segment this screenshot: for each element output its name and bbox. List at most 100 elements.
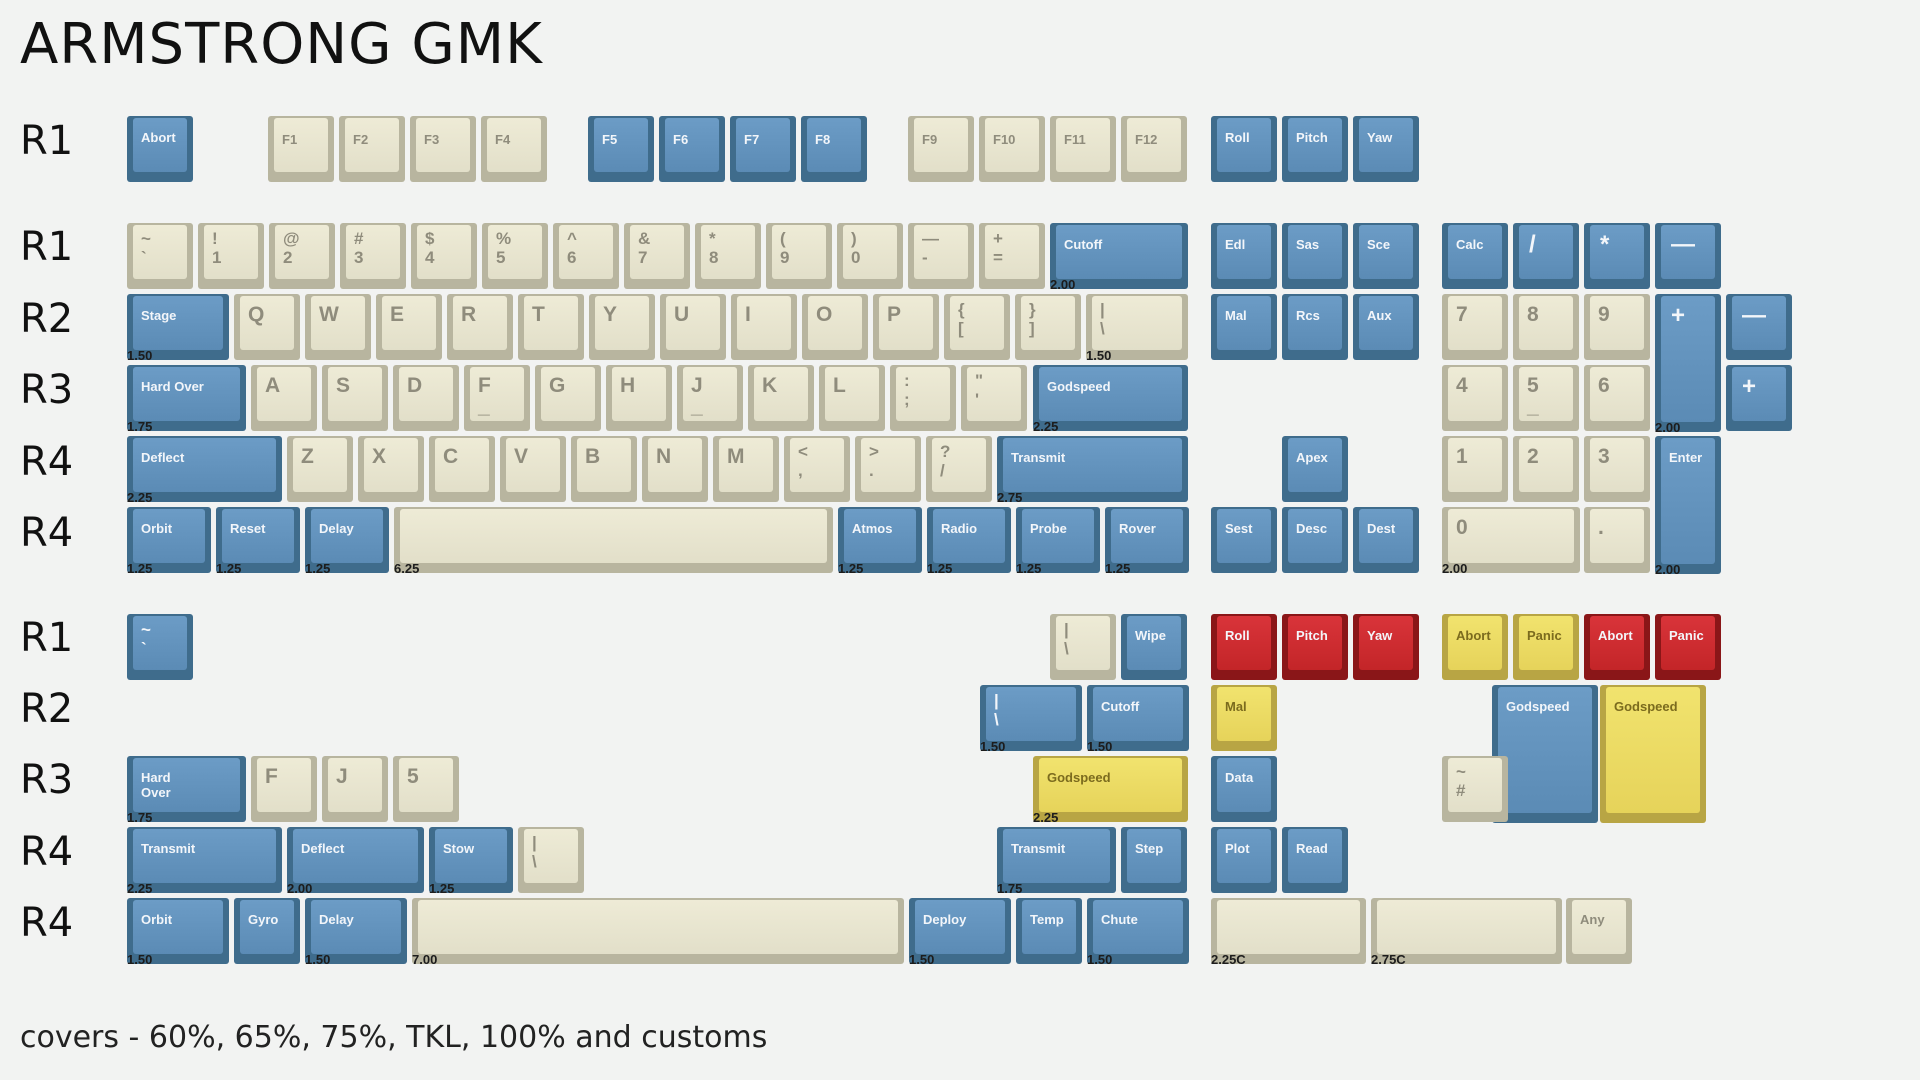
keycap-top-surface — [1288, 509, 1342, 563]
keycap-legend: Hard Over — [141, 379, 204, 394]
keycap-legend: F11 — [1064, 132, 1086, 147]
keycap-size-label: 1.50 — [305, 952, 331, 967]
keycap-top-surface — [1448, 225, 1502, 279]
keycap-legend: Sce — [1367, 237, 1391, 252]
keycap-legend: 1 — [1456, 445, 1468, 468]
keycap-beige-symbol: : ; — [890, 365, 956, 431]
keycap-top-surface — [1732, 296, 1786, 350]
keycap-legend: Radio — [941, 521, 978, 536]
keycap-size-label: 1.25 — [127, 561, 153, 576]
row-label: R4 — [20, 829, 74, 875]
keycap-legend: Abort — [141, 130, 176, 145]
keycap-beige-x: X — [358, 436, 424, 502]
keycap-legend: Stow — [443, 841, 475, 856]
keycap-legend: Delay — [319, 521, 354, 536]
keycap-beige-j: J — [322, 756, 388, 822]
keycap-top-surface — [346, 225, 400, 279]
keycap-top-surface — [985, 118, 1039, 172]
keycap-top-surface — [541, 367, 595, 421]
keycap-beige-f3: F3 — [410, 116, 476, 182]
keycap-top-surface — [418, 900, 898, 954]
keycap-legend: Apex — [1296, 450, 1328, 465]
keycap-legend: Z — [301, 445, 314, 468]
keycap-legend: — — [1742, 302, 1766, 329]
row-label: R4 — [20, 900, 74, 946]
keycap-legend: Pitch — [1296, 628, 1328, 643]
keycap-blue-f8: F8 — [801, 116, 867, 182]
keycap-beige-i: I — [731, 294, 797, 360]
keycap-top-surface — [1448, 296, 1502, 350]
keycap-legend: Sas — [1296, 237, 1320, 252]
keycap-beige-e: E — [376, 294, 442, 360]
keycap-beige-a: A — [251, 365, 317, 431]
keycap-legend: 0 — [1456, 516, 1468, 539]
keycap-size-label: 1.75 — [997, 881, 1023, 896]
keycap-blue-symbol: +2.00 — [1655, 294, 1721, 435]
keycap-top-surface — [683, 367, 737, 421]
keycap-beige-k: K — [748, 365, 814, 431]
keycap-legend: Abort — [1456, 628, 1491, 643]
keycap-legend: ) 0 — [851, 229, 861, 267]
keycap-top-surface — [1448, 616, 1502, 670]
keycap-top-surface — [1519, 367, 1573, 421]
keycap-top-surface — [648, 438, 702, 492]
keycap-beige-symbol: | \ — [518, 827, 584, 893]
keycap-top-surface — [1288, 118, 1342, 172]
keycap-top-surface — [1590, 509, 1644, 563]
row-label: R2 — [20, 296, 74, 342]
keycap-yellow-panic: Panic — [1513, 614, 1579, 680]
keycap-top-surface — [754, 367, 808, 421]
keycap-size-label: 2.75 — [997, 490, 1023, 505]
keycap-legend: Mal — [1225, 699, 1247, 714]
keycap-top-surface — [1519, 616, 1573, 670]
keycap-legend: Yaw — [1367, 130, 1393, 145]
keycap-top-surface — [630, 225, 684, 279]
keycap-size-label: 1.25 — [1016, 561, 1042, 576]
keycap-beige-f9: F9 — [908, 116, 974, 182]
keycap-size-label: 2.75C — [1371, 952, 1406, 967]
keycap-top-surface — [416, 118, 470, 172]
keycap-top-surface — [506, 438, 560, 492]
keycap-beige-f10: F10 — [979, 116, 1045, 182]
keycap-top-surface — [133, 616, 187, 670]
keycap-beige-w: W — [305, 294, 371, 360]
keycap-legend: Gyro — [248, 912, 279, 927]
keycap-legend: — — [1671, 231, 1695, 258]
keycap-top-surface — [985, 225, 1039, 279]
keycap-beige-f: F _ — [464, 365, 530, 431]
keycap-legend: F6 — [673, 132, 689, 147]
keycap-top-surface — [487, 118, 541, 172]
keycap-top-surface — [1359, 509, 1413, 563]
keycap-legend: + — [1671, 302, 1686, 329]
keycap-top-surface — [1003, 438, 1182, 492]
keycap-legend: 4 — [1456, 374, 1468, 397]
keycap-top-surface — [701, 225, 755, 279]
keycap-top-surface — [843, 225, 897, 279]
keycap-size-label: 1.50 — [1086, 348, 1112, 363]
keycap-blue-pitch: Pitch — [1282, 116, 1348, 182]
keycap-top-surface — [435, 438, 489, 492]
keycap-top-surface — [133, 758, 240, 812]
keycap-top-surface — [1127, 829, 1181, 883]
keycap-legend: 5 — [407, 765, 419, 788]
keycap-top-surface — [257, 758, 311, 812]
keycap-size-label: 1.50 — [909, 952, 935, 967]
keycap-top-surface — [1022, 900, 1076, 954]
keycap-top-surface — [1606, 687, 1700, 813]
keycap-legend: Godspeed — [1614, 699, 1678, 714]
keycap-top-surface — [204, 225, 258, 279]
keycap-legend: ~ ` — [141, 229, 151, 267]
keycap-top-surface — [1661, 296, 1715, 422]
keycap-yellow-godspeed: Godspeed — [1600, 685, 1706, 823]
keycap-legend: . — [1598, 516, 1604, 539]
keycap-blue-data: Data — [1211, 756, 1277, 822]
keycap-top-surface — [967, 367, 1021, 421]
keycap-legend: Any — [1580, 912, 1605, 927]
keycap-top-surface — [1448, 758, 1502, 812]
